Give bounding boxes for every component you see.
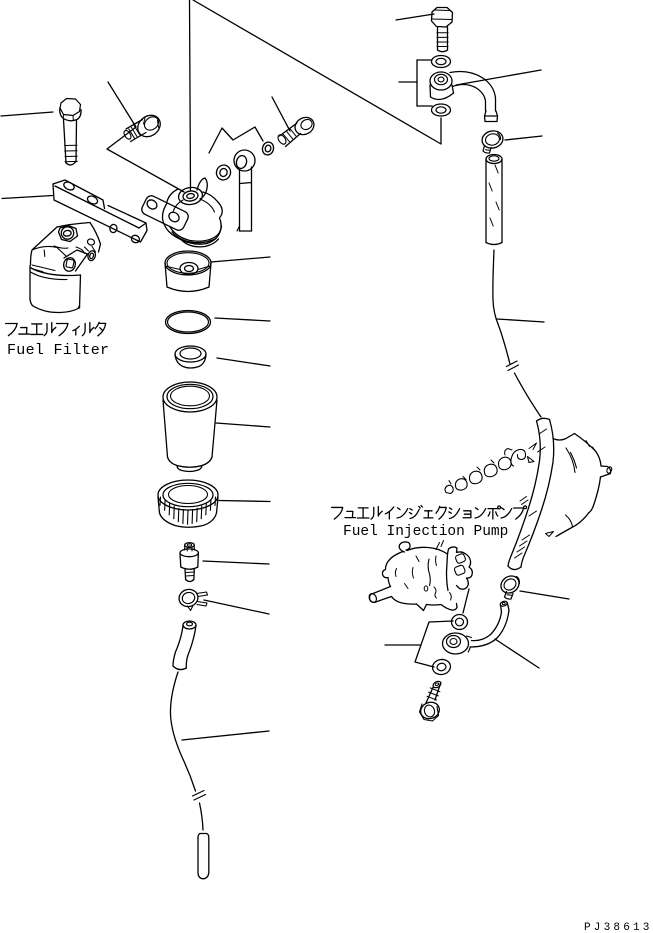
svg-text:PJ38613: PJ38613 <box>584 922 653 933</box>
svg-text:Fuel Injection Pump: Fuel Injection Pump <box>343 524 508 540</box>
svg-text:Fuel Filter: Fuel Filter <box>7 342 109 359</box>
